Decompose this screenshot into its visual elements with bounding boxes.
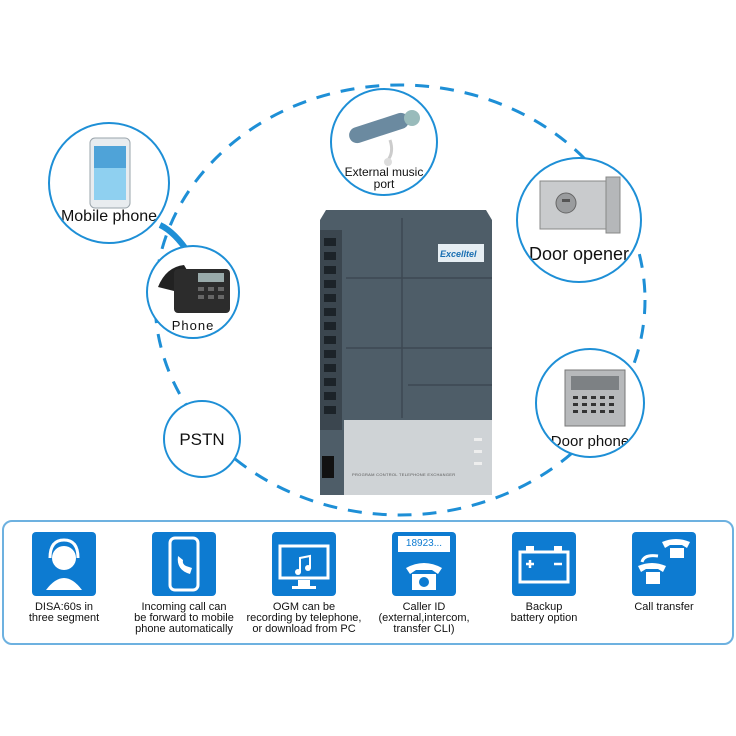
pstn-label: PSTN: [179, 430, 225, 449]
external-music-bubble: External music port: [330, 88, 438, 196]
feature-battery: Backup battery option: [484, 532, 604, 624]
feature-label: DISA:60s in three segment: [28, 601, 100, 624]
door-phone-label: Door phone: [550, 433, 630, 450]
bluetooth-headset-icon: [349, 110, 420, 166]
feature-ogm: OGM can be recording by telephone, or do…: [244, 532, 364, 635]
external-music-label: External music port: [344, 165, 424, 191]
operator-headset-icon: [32, 532, 96, 596]
feature-caller-id: 18923... Caller ID (external,intercom, t…: [364, 532, 484, 635]
call-transfer-icon: [632, 532, 696, 596]
intercom-icon: [564, 369, 626, 427]
feature-forward: Incoming call can be forward to mobile p…: [124, 532, 244, 635]
feature-label: OGM can be recording by telephone, or do…: [246, 601, 362, 635]
device-caption: PROGRAM CONTROL TELEPHONE EXCHANGER: [352, 472, 456, 477]
device-brand: Excelltel: [440, 249, 477, 259]
caller-id-display: 18923...: [398, 536, 450, 552]
mobile-phone-bubble: Mobile phone: [48, 122, 170, 244]
pbx-device: Excelltel PROGRAM CONTROL TELEPHONE EXCH…: [316, 210, 496, 500]
smartphone-icon: [89, 137, 131, 209]
door-opener-label: Door opener: [528, 244, 630, 264]
door-phone-bubble: Door phone: [535, 348, 645, 458]
feature-call-transfer: Call transfer: [604, 532, 724, 613]
pstn-bubble: PSTN: [163, 400, 241, 478]
battery-icon: [512, 532, 576, 596]
desk-phone-icon: [158, 265, 230, 313]
feature-disa: DISA:60s in three segment: [4, 532, 124, 624]
feature-label: Call transfer: [634, 601, 694, 613]
phone-label: Phone: [171, 318, 215, 333]
feature-panel: DISA:60s in three segment Incoming call …: [2, 520, 734, 645]
pbx-unit-image: [320, 210, 492, 495]
feature-label: Caller ID (external,intercom, transfer C…: [378, 601, 470, 635]
feature-label: Backup battery option: [510, 601, 578, 624]
feature-label: Incoming call can be forward to mobile p…: [134, 601, 234, 635]
mobile-forward-icon: [152, 532, 216, 596]
monitor-music-icon: [272, 532, 336, 596]
phone-bubble: Phone: [146, 245, 240, 339]
door-lock-icon: [539, 176, 621, 234]
mobile-phone-label: Mobile phone: [60, 208, 158, 225]
caller-id-icon: 18923...: [392, 532, 456, 596]
door-opener-bubble: Door opener: [516, 157, 642, 283]
